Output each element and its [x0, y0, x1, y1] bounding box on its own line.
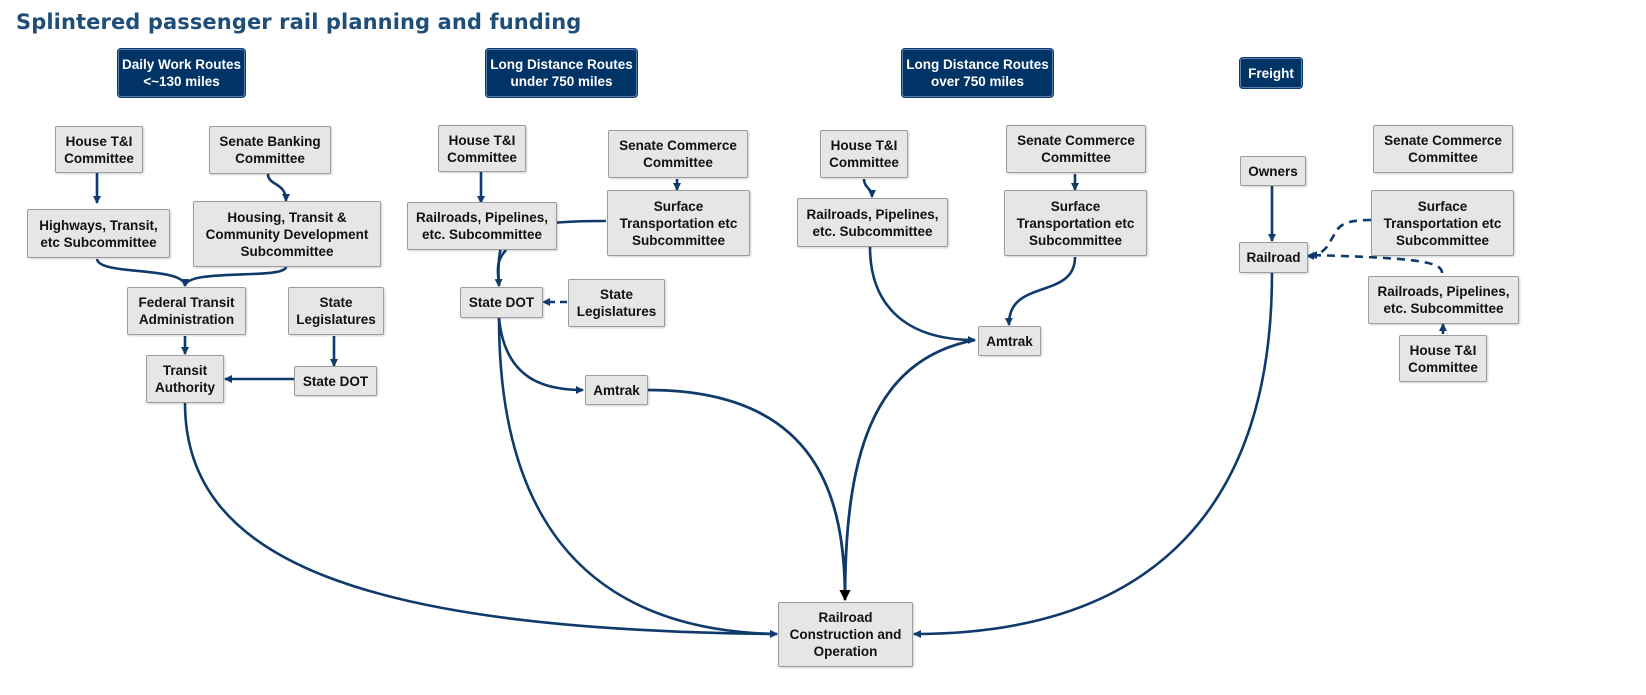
page-title: Splintered passenger rail planning and f… — [16, 10, 582, 34]
node-c4-railroads-subcommittee: Railroads, Pipelines, etc. Subcommittee — [1368, 276, 1519, 324]
node-c2-state-legislatures: State Legislatures — [568, 279, 665, 327]
node-c1-transit-authority: Transit Authority — [146, 355, 224, 403]
edge-c4-railroad-to-final — [913, 272, 1274, 638]
edge-c1-senate-to-housing — [266, 173, 290, 202]
node-c3-amtrak: Amtrak — [978, 326, 1041, 356]
edge-c1-housing-to-fta — [183, 266, 288, 287]
node-c2-surface-transportation-subcommittee: Surface Transportation etc Subcommittee — [607, 190, 750, 256]
node-c1-housing-subcommittee: Housing, Transit & Community Development… — [193, 201, 381, 267]
node-c1-state-dot: State DOT — [294, 366, 377, 396]
node-c2-railroads-subcommittee: Railroads, Pipelines, etc. Subcommittee — [407, 202, 557, 250]
node-c2-senate-commerce-committee: Senate Commerce Committee — [608, 130, 748, 178]
edge-c3-railroads-to-amtrak — [868, 246, 976, 344]
node-c2-state-dot: State DOT — [460, 287, 543, 318]
node-c1-senate-banking-committee: Senate Banking Committee — [209, 126, 331, 174]
node-c3-house-ti-committee: House T&I Committee — [820, 130, 908, 178]
header-long-distance-over-750: Long Distance Routes over 750 miles — [902, 49, 1053, 97]
node-c2-amtrak: Amtrak — [585, 375, 648, 405]
node-c4-senate-commerce-committee: Senate Commerce Committee — [1373, 125, 1513, 173]
node-c3-railroads-subcommittee: Railroads, Pipelines, etc. Subcommittee — [797, 198, 948, 247]
node-railroad-construction-and-operation: Railroad Construction and Operation — [778, 602, 913, 667]
edge-c3-surface-to-amtrak — [1004, 256, 1077, 326]
edge-c3-house-to-railroads — [862, 178, 876, 198]
edge-c2-railroads-to-statedot — [496, 249, 507, 287]
node-c2-house-ti-committee: House T&I Committee — [438, 125, 526, 172]
edge-c2-statedot-to-amtrak — [497, 317, 584, 394]
edge-c3-amtrak-to-final — [839, 338, 976, 601]
edge-c4-railroads-to-railroad — [1309, 251, 1444, 274]
edge-c1-highways-to-fta — [95, 258, 189, 287]
edge-c2-amtrak-to-final — [647, 388, 851, 601]
header-daily-work-routes: Daily Work Routes <~130 miles — [118, 49, 245, 97]
edge-c2-statedot-to-final — [497, 317, 778, 638]
node-c3-senate-commerce-committee: Senate Commerce Committee — [1006, 125, 1146, 173]
node-c4-surface-transportation-subcommittee: Surface Transportation etc Subcommittee — [1371, 190, 1514, 256]
node-c1-house-ti-committee: House T&I Committee — [55, 126, 143, 173]
node-c1-highways-subcommittee: Highways, Transit, etc Subcommittee — [27, 209, 170, 258]
edge-c1-transit-to-final — [183, 402, 778, 638]
header-long-distance-under-750: Long Distance Routes under 750 miles — [486, 49, 637, 97]
edge-c4-surface-to-railroad — [1306, 218, 1372, 260]
node-c4-railroad: Railroad — [1239, 242, 1308, 273]
header-freight: Freight — [1240, 58, 1302, 88]
node-c1-state-legislatures: State Legislatures — [288, 287, 384, 335]
node-c4-owners: Owners — [1240, 156, 1306, 186]
node-c1-federal-transit-administration: Federal Transit Administration — [127, 287, 246, 335]
node-c3-surface-transportation-subcommittee: Surface Transportation etc Subcommittee — [1004, 190, 1147, 256]
node-c4-house-ti-committee: House T&I Committee — [1399, 335, 1487, 382]
